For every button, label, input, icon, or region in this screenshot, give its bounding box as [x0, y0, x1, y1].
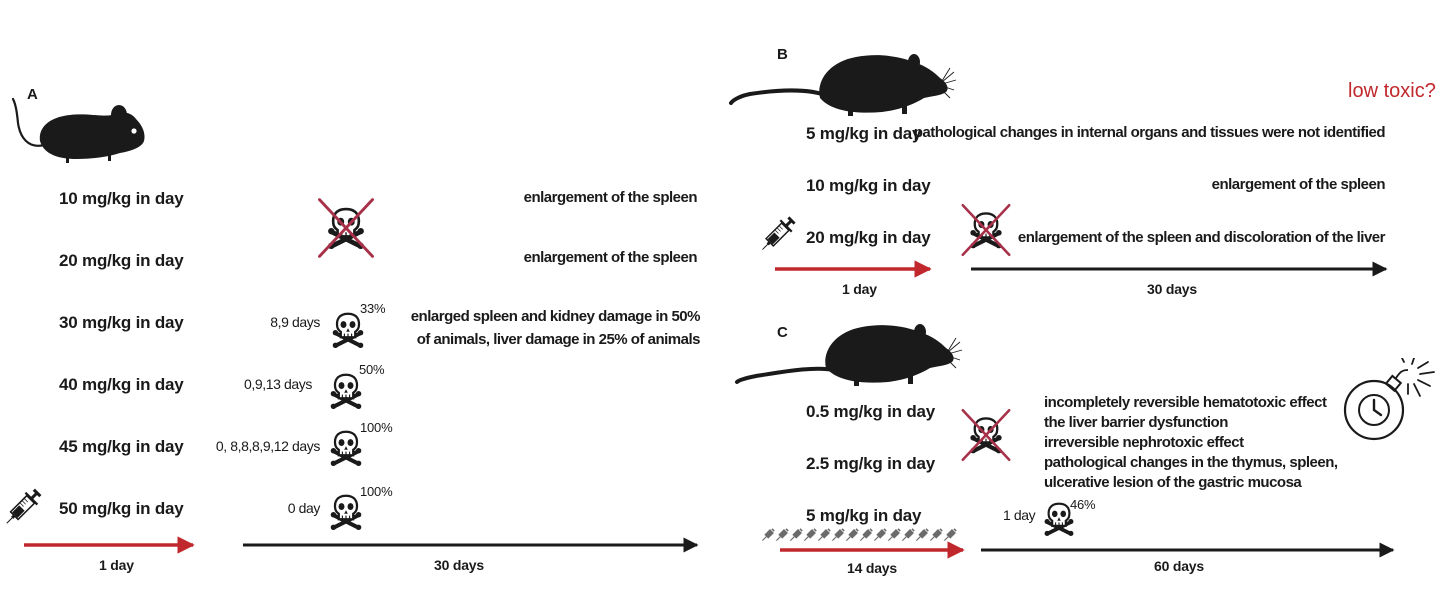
effect-text: enlargement of the spleen and discolorat… [1017, 229, 1386, 246]
mortality-percent: 100% [360, 484, 393, 499]
death-days: 0 day [287, 500, 321, 516]
mortality-percent: 50% [359, 362, 385, 377]
death-days: 1 day [1003, 507, 1036, 523]
panel-a-label: A [27, 86, 38, 103]
dose-label: 40 mg/kg in day [59, 375, 184, 394]
death-days: 8,9 days [270, 314, 320, 330]
dose-label: 30 mg/kg in day [59, 313, 184, 332]
panel-b-label: B [777, 46, 788, 63]
dose-label: 10 mg/kg in day [806, 176, 931, 195]
effect-text: of animals, liver damage in 25% of anima… [416, 331, 701, 348]
dose-label: 10 mg/kg in day [59, 189, 184, 208]
effect-text: enlargement of the spleen [523, 249, 698, 266]
effect-text: ulcerative lesion of the gastric mucosa [1044, 474, 1302, 491]
effect-text: enlarged spleen and kidney damage in 50% [410, 308, 701, 325]
timeline-label: 14 days [847, 560, 897, 576]
death-days: 0, 8,8,8,9,12 days [215, 438, 321, 454]
timeline-label: 30 days [434, 557, 484, 573]
mortality-percent: 33% [360, 301, 386, 316]
mouse-silhouette-icon [11, 97, 145, 163]
effect-text: irreversible nephrotoxic effect [1044, 434, 1244, 451]
effect-text: incompletely reversible hematotoxic effe… [1044, 394, 1327, 411]
timeline-label: 60 days [1154, 558, 1204, 574]
timeline-label: 30 days [1147, 281, 1197, 297]
dose-label: 20 mg/kg in day [59, 251, 184, 270]
rat-silhouette-icon [729, 54, 957, 116]
time-bomb-icon [1343, 358, 1435, 441]
dose-label: 50 mg/kg in day [59, 499, 184, 518]
effect-text: pathological changes in internal organs … [913, 124, 1386, 141]
crossed-out-skull-icon [958, 200, 1014, 260]
effect-text: enlargement of the spleen [523, 189, 698, 206]
effect-text: pathological changes in the thymus, sple… [1044, 454, 1338, 471]
dose-label: 5 mg/kg in day [806, 124, 922, 143]
dose-label: 20 mg/kg in day [806, 228, 931, 247]
syringe-row-icon [760, 527, 958, 543]
dose-label: 45 mg/kg in day [59, 437, 184, 456]
syringe-icon [756, 213, 799, 256]
effect-text: the liver barrier dysfunction [1044, 414, 1228, 431]
dose-label: 0.5 mg/kg in day [806, 402, 936, 421]
dose-label: 5 mg/kg in day [806, 506, 922, 525]
rat-silhouette-icon [735, 324, 963, 386]
crossed-out-skull-icon [958, 404, 1014, 466]
panel-c-label: C [777, 324, 788, 341]
mortality-percent: 100% [360, 420, 393, 435]
low-toxic-annotation: low toxic? [1348, 80, 1436, 102]
timeline-label: 1 day [99, 557, 134, 573]
timeline-label: 1 day [842, 281, 877, 297]
mortality-percent: 46% [1070, 497, 1096, 512]
dose-label: 2.5 mg/kg in day [806, 454, 936, 473]
death-days: 0,9,13 days [244, 376, 312, 392]
effect-text: enlargement of the spleen [1211, 176, 1386, 193]
